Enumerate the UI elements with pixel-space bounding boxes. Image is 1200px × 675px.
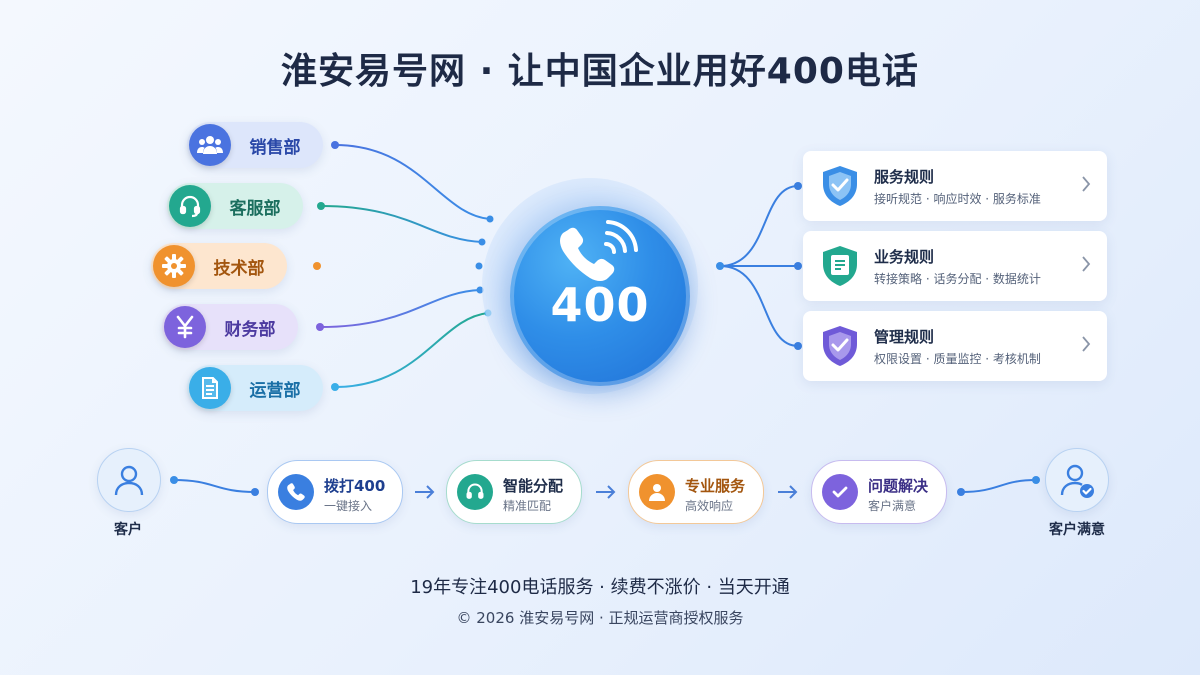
dept-label: 客服部 <box>229 198 281 219</box>
flow-connector-end <box>960 479 1037 493</box>
person-icon <box>114 465 144 496</box>
dept-service[interactable]: 客服部 <box>167 183 303 229</box>
dept-ops[interactable]: 运营部 <box>187 365 323 411</box>
rule-card-service[interactable]: 服务规则 接听规范 · 响应时效 · 服务标准 <box>803 151 1107 221</box>
flow-arrow-1 <box>415 485 435 499</box>
group-icon <box>189 124 231 166</box>
connector-service <box>320 205 483 243</box>
customer-label: 客户 <box>114 522 142 538</box>
person-check-icon <box>1060 464 1094 498</box>
rule-title: 管理规则 <box>874 328 935 346</box>
connector-rule-service <box>719 185 799 267</box>
chevron-right-icon[interactable] <box>1081 255 1091 273</box>
connector-finance <box>319 289 481 328</box>
dept-sales[interactable]: 销售部 <box>187 122 323 168</box>
rule-card-business[interactable]: 业务规则 转接策略 · 话务分配 · 数据统计 <box>803 231 1107 301</box>
headset-icon <box>457 474 493 510</box>
flow-step-title: 问题解决 <box>868 477 929 495</box>
phone-icon <box>560 220 638 281</box>
rule-subtitle: 权限设置 · 质量监控 · 考核机制 <box>874 352 1041 366</box>
flow-step-assign[interactable]: 智能分配 精准匹配 <box>446 460 582 524</box>
connector-ops <box>334 312 489 388</box>
dept-tech[interactable]: 技术部 <box>151 243 287 289</box>
flow-step-title: 拨打400 <box>324 477 386 495</box>
check-icon <box>822 474 858 510</box>
flow-step-subtitle: 精准匹配 <box>503 499 552 513</box>
shield-check-icon <box>823 166 857 206</box>
dept-label: 财务部 <box>224 319 276 340</box>
rule-subtitle: 转接策略 · 话务分配 · 数据统计 <box>874 272 1041 286</box>
flow-step-subtitle: 客户满意 <box>868 499 917 513</box>
satisfied-customer-avatar <box>1045 448 1109 512</box>
customer-avatar <box>97 448 161 512</box>
flow-step-subtitle: 一键接入 <box>324 499 373 513</box>
phone-icon <box>278 474 314 510</box>
tagline: 19年专注400电话服务 · 续费不涨价 · 当天开通 <box>410 577 790 598</box>
flow-step-subtitle: 高效响应 <box>685 499 734 513</box>
flow-arrow-3 <box>778 485 798 499</box>
flow-step-service[interactable]: 专业服务 高效响应 <box>628 460 764 524</box>
rule-subtitle: 接听规范 · 响应时效 · 服务标准 <box>874 192 1041 206</box>
rule-card-management[interactable]: 管理规则 权限设置 · 质量监控 · 考核机制 <box>803 311 1107 381</box>
flow-step-dial[interactable]: 拨打400 一键接入 <box>267 460 403 524</box>
hub-number: 400 <box>550 278 650 332</box>
yen-icon <box>164 306 206 348</box>
gear-icon <box>153 245 195 287</box>
flow-step-resolve[interactable]: 问题解决 客户满意 <box>811 460 947 524</box>
dept-label: 运营部 <box>249 380 301 401</box>
document-icon <box>189 367 231 409</box>
headset-icon <box>169 185 211 227</box>
document-check-icon <box>823 246 857 286</box>
copyright: © 2026 淮安易号网 · 正规运营商授权服务 <box>456 609 744 627</box>
rule-title: 服务规则 <box>874 168 935 186</box>
hub-400[interactable] <box>510 206 690 386</box>
page-title: 淮安易号网 · 让中国企业用好400电话 <box>281 51 919 92</box>
flow-arrow-2 <box>596 485 616 499</box>
flow-step-title: 智能分配 <box>503 477 564 495</box>
flow-connector-start <box>173 479 256 493</box>
chevron-right-icon[interactable] <box>1081 335 1091 353</box>
connector-rule-management <box>719 265 799 347</box>
chevron-right-icon[interactable] <box>1081 175 1091 193</box>
rule-title: 业务规则 <box>874 248 935 266</box>
dept-label: 销售部 <box>249 137 301 158</box>
connector-sales <box>334 144 491 220</box>
person-icon <box>639 474 675 510</box>
shield-check-icon <box>823 326 857 366</box>
dept-label: 技术部 <box>213 258 265 279</box>
satisfied-customer-label: 客户满意 <box>1049 522 1105 538</box>
flow-step-title: 专业服务 <box>685 477 746 495</box>
dept-finance[interactable]: 财务部 <box>162 304 298 350</box>
